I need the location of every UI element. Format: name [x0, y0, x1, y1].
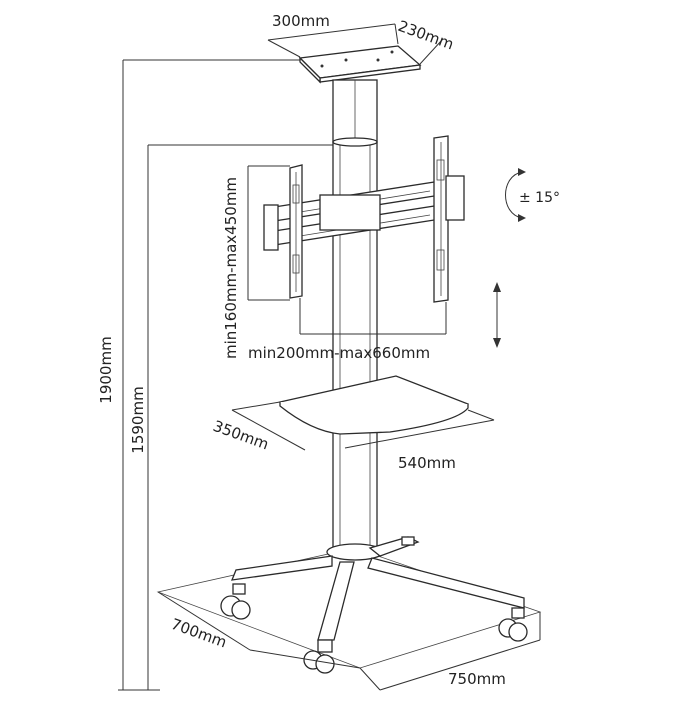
vesa-bracket	[263, 135, 465, 303]
overall-height-label: 1900mm	[97, 336, 115, 403]
tilt-label: ± 15°	[519, 190, 560, 206]
bracket-height-dimension-lines	[247, 165, 290, 301]
top-plate-depth-label: 230mm	[396, 17, 457, 54]
caster-back	[401, 536, 415, 546]
upper-column	[332, 79, 378, 143]
caster-front	[303, 639, 335, 674]
rotate-arrow-icon	[505, 168, 526, 222]
base-legs	[230, 536, 525, 641]
base-width-label: 750mm	[448, 670, 506, 688]
bracket-height-label: min160mm-max450mm	[222, 177, 240, 359]
caster-right	[498, 607, 528, 642]
bracket-mount-height-label: 1590mm	[129, 386, 147, 453]
base-depth-label: 700mm	[169, 615, 230, 652]
bracket-width-label: min200mm-max660mm	[248, 344, 430, 362]
caster-left	[220, 583, 251, 620]
double-vertical-arrow-icon	[493, 282, 501, 348]
base-dimension-lines	[157, 591, 541, 691]
top-plate	[267, 23, 443, 84]
shelf-depth-label: 350mm	[211, 417, 272, 454]
overall-height-dimension	[118, 59, 320, 691]
shelf	[231, 375, 495, 451]
top-plate-width-label: 300mm	[272, 12, 330, 30]
shelf-width-label: 540mm	[398, 454, 456, 472]
bracket-height-dimension	[147, 144, 333, 690]
bracket-width-dimension-lines	[299, 298, 447, 335]
